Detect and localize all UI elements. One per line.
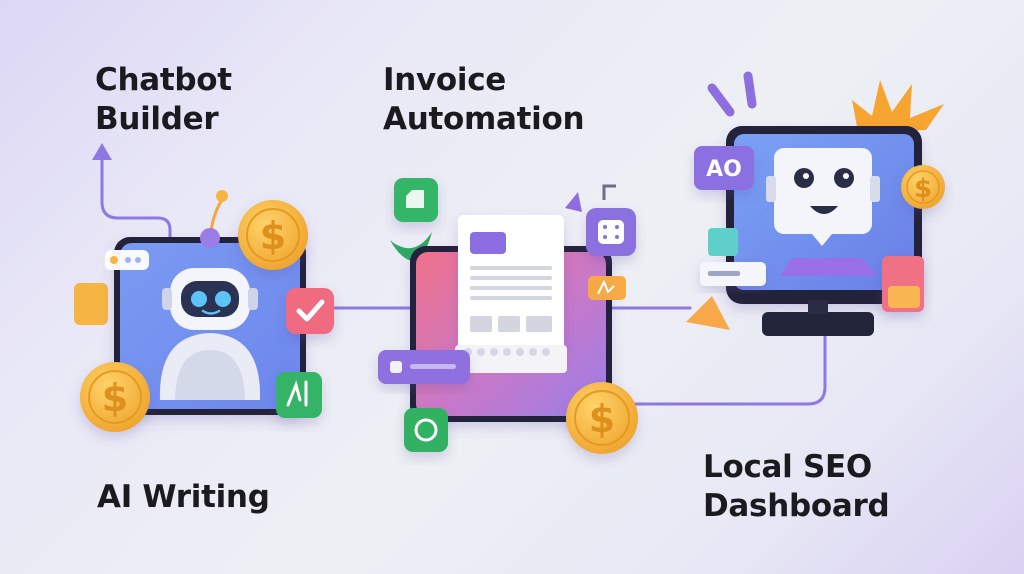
dollar-coin-icon: $ bbox=[80, 362, 150, 432]
label-ai-writing: AI Writing bbox=[97, 478, 270, 517]
robot-face bbox=[766, 148, 880, 246]
chatbot-card: $ $ bbox=[74, 190, 334, 432]
svg-text:$: $ bbox=[589, 397, 615, 441]
ao-badge-text: AO bbox=[706, 157, 742, 182]
arrow-up-icon bbox=[92, 143, 112, 160]
chart-icon bbox=[276, 372, 322, 418]
label-chatbot-line1: Chatbot bbox=[95, 62, 232, 98]
dollar-coin-icon: $ bbox=[238, 200, 308, 270]
dollar-coin-icon: $ bbox=[566, 382, 638, 454]
connector-bottom bbox=[633, 333, 827, 406]
svg-text:$: $ bbox=[914, 174, 932, 204]
robot-icon bbox=[159, 268, 261, 400]
monitor-icon: AO $ bbox=[686, 71, 945, 336]
label-invoice-line1: Invoice bbox=[383, 62, 507, 98]
tile-teal bbox=[708, 228, 738, 256]
svg-text:$: $ bbox=[260, 214, 286, 258]
ao-badge: AO bbox=[694, 146, 754, 190]
dice-icon bbox=[586, 184, 636, 256]
label-invoice-automation: Invoice Automation bbox=[383, 61, 585, 139]
dollar-coin-icon: $ bbox=[901, 165, 945, 209]
label-chatbot-line2: Builder bbox=[95, 101, 219, 137]
svg-text:$: $ bbox=[102, 376, 128, 420]
burst-icon bbox=[852, 80, 944, 132]
side-tile-orange bbox=[74, 283, 108, 325]
label-invoice-line2: Automation bbox=[383, 101, 585, 137]
label-seo-line2: Dashboard bbox=[703, 488, 890, 524]
connector-chatbot-up bbox=[100, 148, 172, 240]
checkmark-icon bbox=[286, 288, 334, 334]
label-ai-writing-text: AI Writing bbox=[97, 479, 270, 515]
tile-green-circle bbox=[404, 408, 448, 452]
label-chatbot-builder: Chatbot Builder bbox=[95, 61, 232, 139]
invoice-card: $ bbox=[378, 178, 638, 454]
label-local-seo-dashboard: Local SEO Dashboard bbox=[703, 448, 890, 526]
label-seo-line1: Local SEO bbox=[703, 449, 872, 485]
shape-orange-triangle bbox=[686, 296, 730, 330]
document-icon bbox=[455, 215, 567, 373]
